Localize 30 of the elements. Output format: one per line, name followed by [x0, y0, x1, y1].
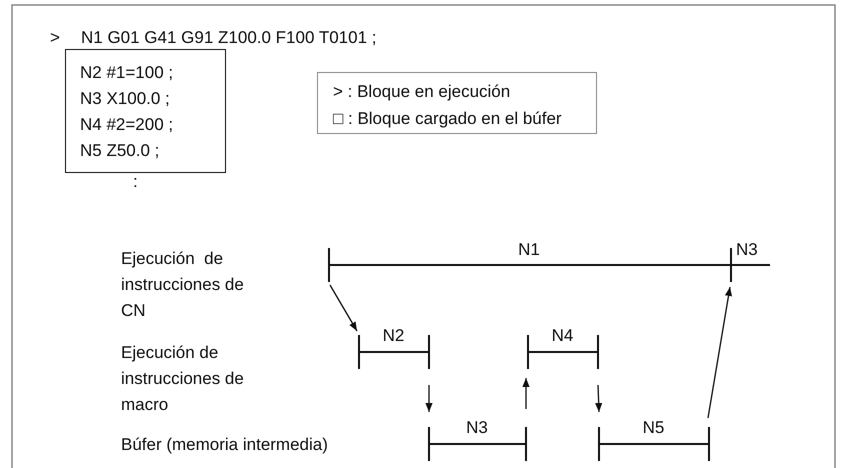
legend-entry: □ : Bloque cargado en el búfer — [333, 108, 563, 130]
row-label: Búfer (memoria intermedia) — [121, 434, 328, 456]
segment-label: N3 — [465, 418, 489, 438]
program-line: N1 G01 G41 G91 Z100.0 F100 T0101 ; — [81, 27, 376, 49]
code-line: N3 X100.0 ; — [80, 88, 171, 110]
arrow — [425, 385, 433, 412]
legend-box — [317, 72, 597, 134]
timeline-segment — [527, 326, 598, 371]
segment-label: N2 — [382, 326, 406, 346]
timeline-segment — [358, 326, 429, 371]
arrow — [595, 384, 602, 412]
program-block-box — [65, 49, 226, 173]
row-label: Ejecución de instrucciones de macro — [121, 342, 245, 416]
segment-label: N3 — [736, 240, 758, 260]
arrow — [522, 378, 530, 409]
code-line: N2 #1=100 ; — [80, 62, 174, 84]
arrow — [329, 284, 358, 332]
timeline-segment — [328, 240, 730, 285]
timeline-segment — [428, 418, 526, 463]
continuation-mark: : — [133, 171, 138, 193]
timeline-segment — [598, 418, 709, 463]
code-line: N4 #2=200 ; — [80, 114, 174, 136]
segment-label: N5 — [642, 418, 666, 438]
legend-entry: > : Bloque en ejecución — [333, 81, 512, 103]
arrow — [707, 286, 732, 418]
segment-label: N4 — [550, 326, 574, 346]
code-line: N5 Z50.0 ; — [80, 140, 160, 162]
row-label: Ejecución de instrucciones de CN — [121, 248, 245, 322]
current-block-marker: > — [50, 27, 60, 49]
segment-label: N1 — [517, 240, 541, 260]
